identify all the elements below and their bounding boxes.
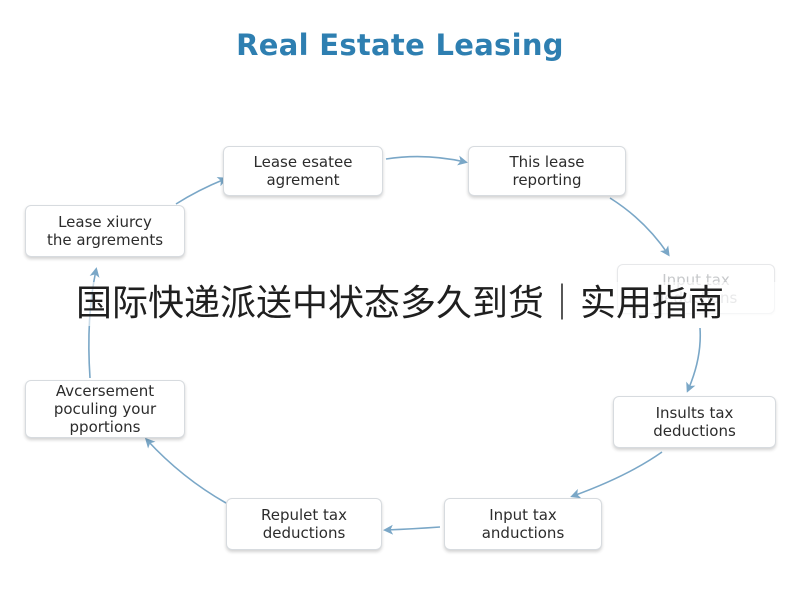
step-insults-tax-deductions: Insults tax deductions (613, 396, 776, 448)
diagram-title: Real Estate Leasing (236, 28, 564, 62)
arrow-step2-to-step3 (609, 197, 670, 257)
arrow-step4-to-step5 (570, 451, 663, 499)
step-input-tax-anductions: Input tax anductions (444, 498, 602, 550)
step-advertisement-portions: Avcersement poculing your pportions (25, 380, 185, 438)
arrow-step6-to-step7 (144, 437, 227, 504)
arrow-step8-to-step1 (175, 177, 228, 205)
step-repulet-tax-deductions: Repulet tax deductions (226, 498, 382, 550)
arrow-step3-to-step4 (686, 327, 702, 393)
step-lease-the-agreements: Lease xiurcy the argrements (25, 205, 185, 257)
step-lease-reporting: This lease reporting (468, 146, 626, 196)
overlay-caption: 国际快递派送中状态多久到货｜实用指南 (0, 282, 800, 326)
arrow-step5-to-step6 (383, 524, 441, 535)
step-lease-estate-agreement: Lease esatee agrement (223, 146, 383, 196)
arrow-step1-to-step2 (385, 155, 468, 166)
